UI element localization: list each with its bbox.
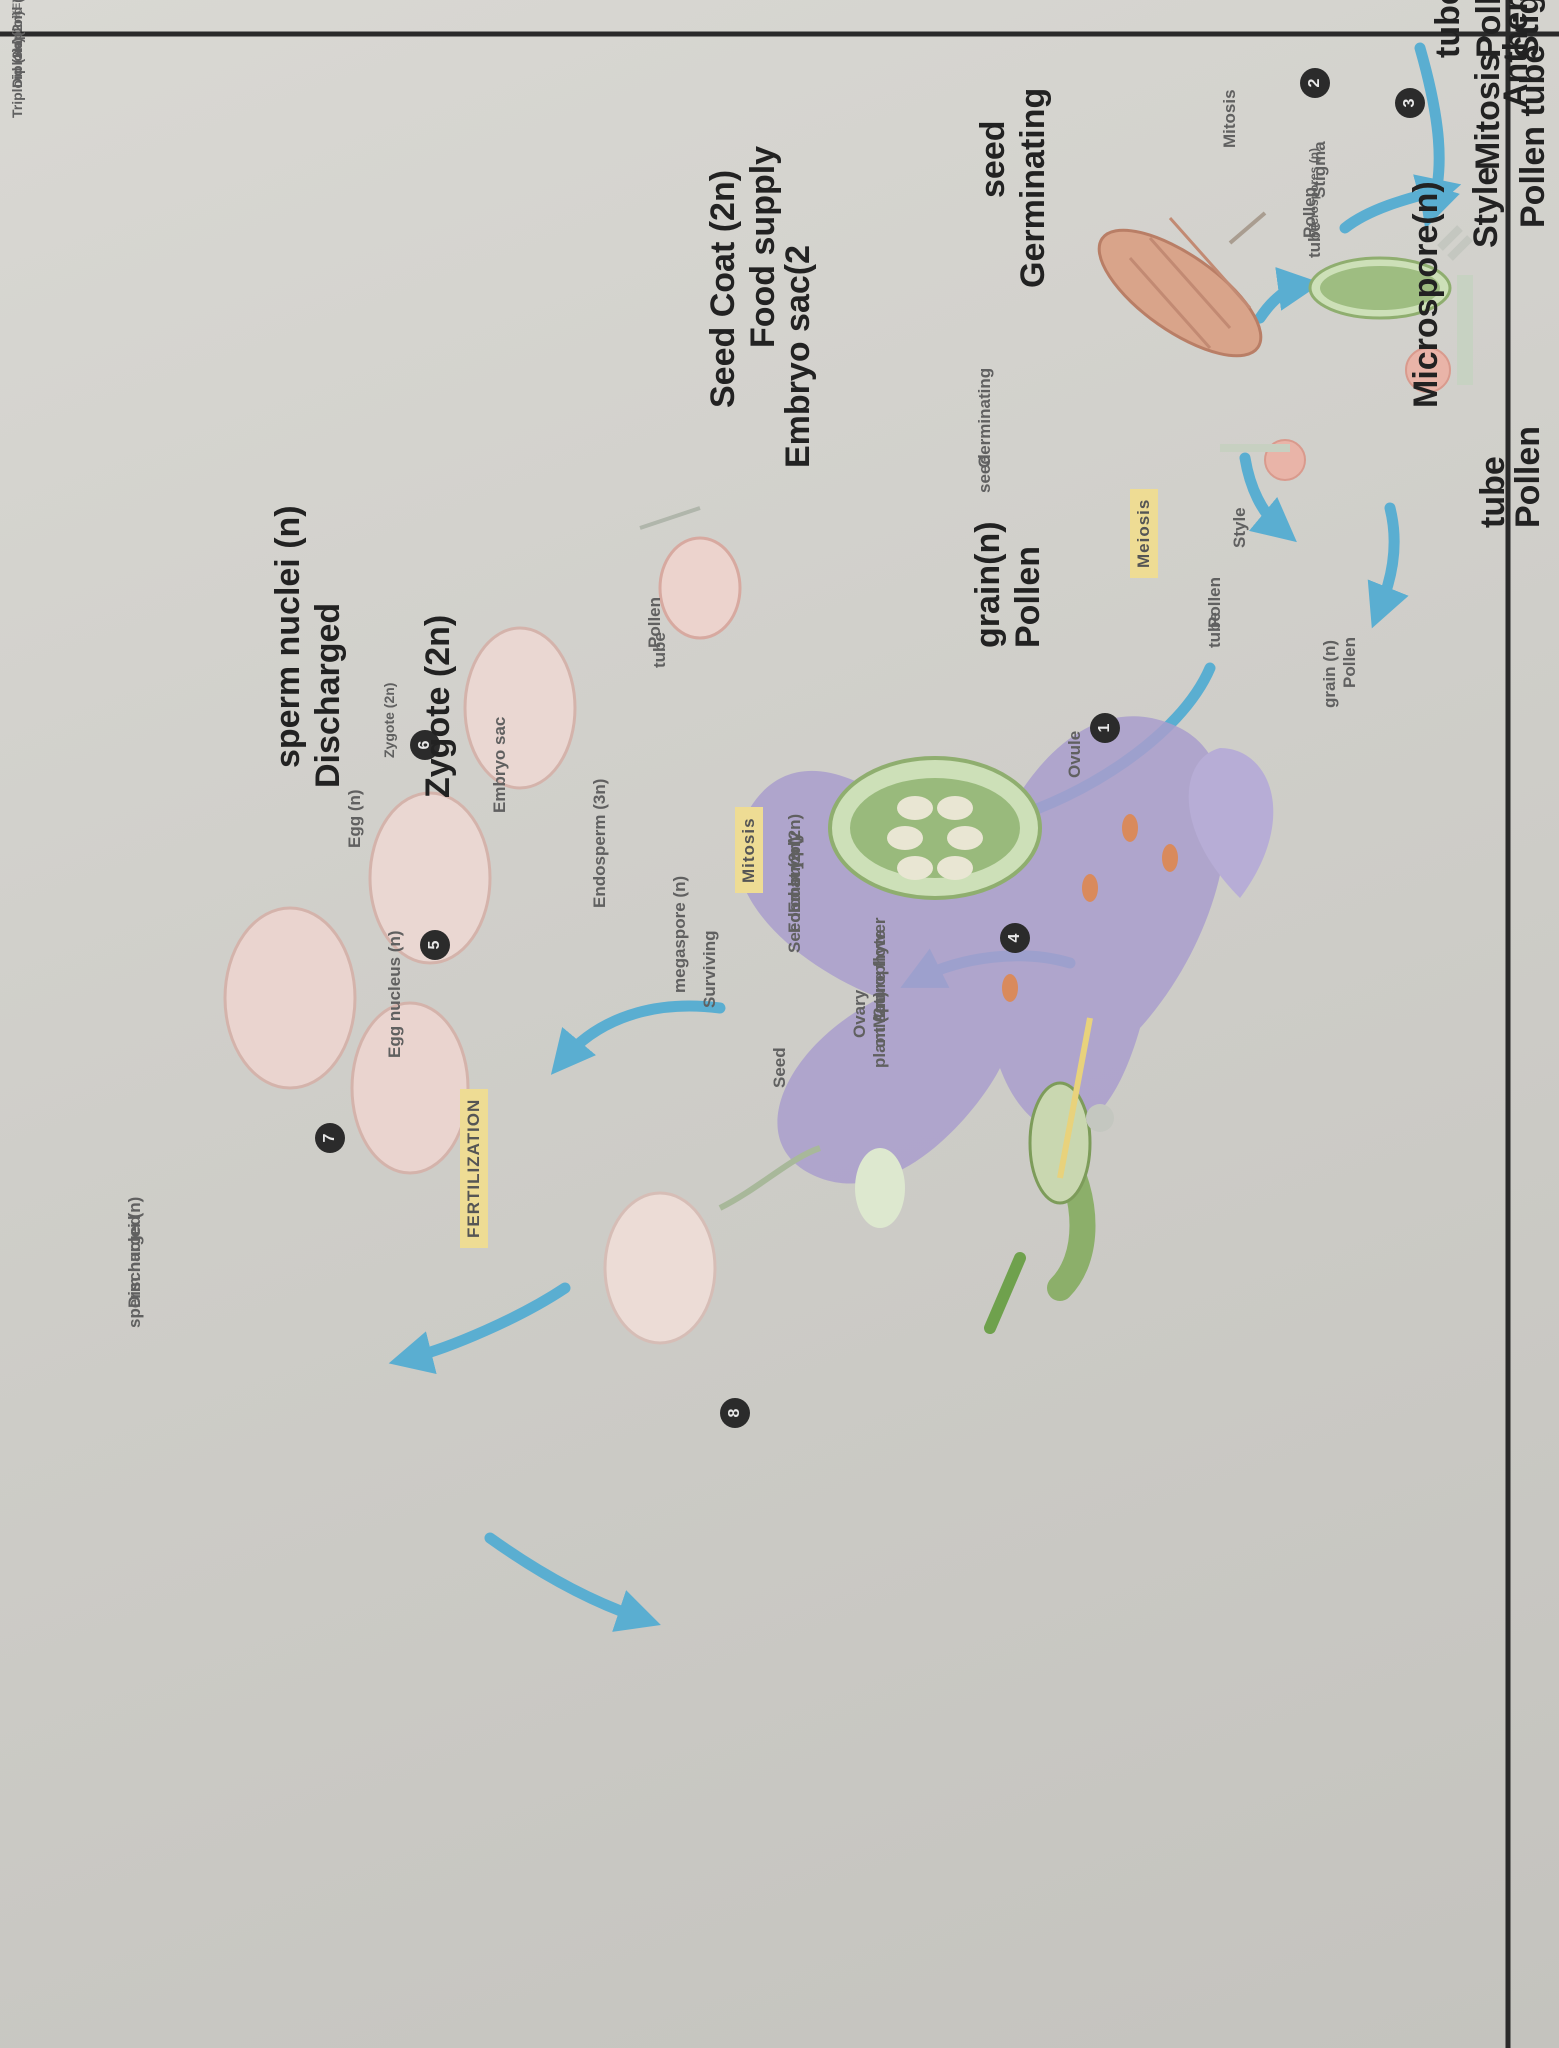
flower-style <box>1057 1017 1093 1179</box>
print-style: Style <box>1230 507 1249 548</box>
hand-seed: seed <box>974 120 1012 199</box>
hand-food-supply: Food supply <box>744 145 782 348</box>
hand-discharged: Discharged <box>309 602 347 788</box>
hand-tube-mid: tube <box>1474 456 1512 528</box>
arrow-to-seed <box>388 1282 571 1374</box>
ovary-illustration <box>828 756 1042 900</box>
arrow-anther-to-microspore <box>1239 452 1297 543</box>
print-ovule: Ovule <box>1065 730 1084 778</box>
print-discharged-2: sperm nuclei (n) <box>125 1196 144 1328</box>
flower-anthers <box>1002 814 1178 1002</box>
zygote-cell <box>350 1001 470 1175</box>
print-pollen-grain: Pollen <box>1340 636 1359 688</box>
step-number-1: 1 <box>1090 713 1120 743</box>
meiosis-tag: Meiosis <box>1130 488 1158 578</box>
hand-pollen-right: Pollen <box>1470 0 1508 58</box>
print-mature-flower-3: plant (2n) <box>870 991 889 1069</box>
pollen-tube-line <box>639 506 701 530</box>
key-triploid: Triploid (3n) <box>9 37 25 118</box>
print-endosperm: Endosperm (3n) <box>590 778 609 908</box>
hand-sperm-nuclei: sperm nuclei (n) <box>269 505 307 768</box>
hand-pollen-mid: Pollen <box>1509 425 1547 528</box>
print-seed-coat: Seed coat (2n) <box>785 836 804 953</box>
flower-ovary <box>1028 1081 1092 1205</box>
step-number-2: 2 <box>1300 68 1330 98</box>
arrow-microspore-to-pollen <box>1254 267 1322 324</box>
print-germinating: Germinating <box>975 367 994 468</box>
arrow-into-pistil <box>1414 42 1460 229</box>
stigma-top <box>1086 1104 1114 1132</box>
step-number-8: 8 <box>720 1398 750 1428</box>
print-germinating-2: seed <box>975 454 994 493</box>
step-number-5: 5 <box>420 930 450 960</box>
seedling-bud <box>855 1148 905 1228</box>
hand-embryo-sac: Embryo sac(2 <box>779 245 817 468</box>
print-egg: Egg (n) <box>345 789 364 848</box>
arrow-seed-to-germinating <box>484 1532 661 1632</box>
hand-microspore: Microspore(n) <box>1407 181 1445 408</box>
step-number-3: 3 <box>1395 88 1425 118</box>
print-pollen-tube-2: tube <box>1305 222 1324 258</box>
print-surviving: Surviving <box>700 930 719 1008</box>
hand-germinating: Germinating <box>1014 87 1052 288</box>
pistil-illustration <box>1308 225 1473 385</box>
embryo-sac-cell <box>463 626 577 790</box>
print-pollen-grain-2: grain (n) <box>1320 640 1339 708</box>
print-megaspore: megaspore (n) <box>670 875 689 993</box>
print-seed: Seed <box>770 1047 789 1088</box>
step-number-4: 4 <box>1000 923 1030 953</box>
hand-seed-coat: Seed Coat (2n) <box>704 169 742 408</box>
seedling-stalk <box>718 1145 822 1211</box>
arrow-egg-to-zygote <box>550 1000 726 1075</box>
print-pollen-tube-c-2: tube <box>650 632 669 668</box>
hand-pollen-tube-top: Pollen tube <box>1514 44 1552 228</box>
fertilization-tag: FERTILIZATION <box>460 1088 488 1248</box>
flower-leaf <box>984 1252 1026 1334</box>
anther-illustration <box>1097 211 1267 358</box>
hand-zygote: Zygote (2n) <box>419 614 457 798</box>
egg-cell <box>368 791 492 965</box>
arrow-to-ovule <box>1367 502 1409 629</box>
hand-style: Style <box>1467 166 1505 248</box>
flower-petal-top <box>1188 748 1274 898</box>
seed-cell <box>603 1191 717 1345</box>
megaspore-cell <box>658 536 742 640</box>
print-ovary: Ovary <box>850 989 869 1038</box>
hand-pollen-grain-2: grain(n) <box>969 521 1007 648</box>
print-zygote: Zygote (2n) <box>381 682 397 758</box>
print-mitosis: Mitosis <box>1220 89 1239 148</box>
step-number-7: 7 <box>315 1123 345 1153</box>
pollen-grain <box>1405 347 1451 393</box>
hand-pollen-grain: Pollen <box>1009 545 1047 648</box>
hand-tube-right: tube <box>1429 0 1467 58</box>
print-pollen-tube-b-2: tube <box>1205 612 1224 648</box>
meiosis-tag-2: Mitosis <box>735 807 763 893</box>
fertilization-cell <box>223 906 357 1090</box>
print-egg-nucleus: Egg nucleus (n) <box>385 930 404 1059</box>
print-embryo-sac: Embryo sac <box>490 716 509 813</box>
hand-mitosis: Mitosis <box>1469 52 1507 170</box>
